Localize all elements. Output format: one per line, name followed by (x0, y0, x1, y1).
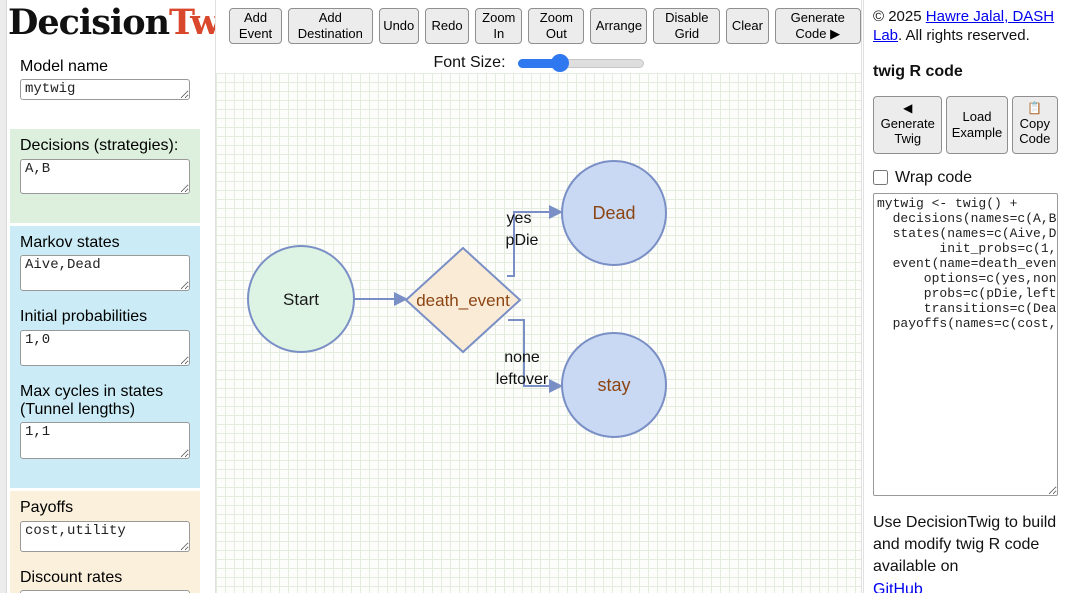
node-stay-label: stay (597, 375, 630, 395)
node-dead-label: Dead (592, 203, 635, 223)
wrap-code-row: Wrap code (873, 169, 1058, 187)
edge-label-none: none (504, 349, 540, 366)
markov-states-field: Markov states Aive,Dead (20, 234, 190, 296)
generate-twig-label: Generate Twig (880, 115, 935, 147)
add-event-button[interactable]: Add Event (229, 8, 283, 44)
clipboard-icon: 📋 (1027, 101, 1043, 116)
model-name-label: Model name (20, 58, 109, 75)
decisions-field: Decisions (strategies): A,B (20, 137, 190, 198)
copyright-prefix: © 2025 (873, 8, 926, 25)
zoom-out-button[interactable]: Zoom Out (528, 8, 585, 44)
node-death-event[interactable]: death_event (404, 246, 522, 354)
font-size-slider[interactable] (517, 54, 644, 72)
initial-probs-field: Initial probabilities 1,0 (20, 308, 190, 370)
copy-code-button[interactable]: 📋 Copy Code (1011, 95, 1058, 154)
diagram-canvas[interactable]: Start death_event Dead stay yes pDie non (216, 73, 861, 593)
model-settings-sidebar: Model name mytwig Decisions (strategies)… (10, 50, 200, 593)
copyright-text: © 2025 Hawre Jalal, DASH Lab. All rights… (873, 8, 1058, 46)
diagram-svg: Start death_event Dead stay yes pDie non (247, 160, 667, 438)
max-cycles-input[interactable]: 1,1 (20, 422, 190, 460)
generate-code-button[interactable]: Generate Code ▶ (774, 8, 861, 44)
section-model-name: Model name mytwig (10, 50, 200, 116)
payoffs-input[interactable]: cost,utility (20, 520, 190, 552)
code-panel: © 2025 Hawre Jalal, DASH Lab. All rights… (863, 0, 1067, 593)
font-size-row: Font Size: (216, 54, 861, 72)
edge-label-leftover: leftover (496, 371, 549, 388)
generate-twig-button[interactable]: ◀ Generate Twig (873, 95, 943, 154)
markov-states-label: Markov states (20, 233, 120, 251)
max-cycles-label: Max cycles in states (Tunnel lengths) (20, 382, 164, 418)
node-start[interactable]: Start (247, 245, 355, 353)
dash-lab-link[interactable]: Hawre Jalal, DASH Lab (873, 8, 1055, 44)
node-stay[interactable]: stay (561, 332, 667, 438)
node-start-label: Start (283, 290, 319, 309)
payoffs-label: Payoffs (20, 499, 74, 517)
load-example-button[interactable]: Load Example (946, 95, 1008, 154)
add-destination-button[interactable]: Add Destination (288, 8, 373, 44)
left-scrollbar[interactable] (0, 0, 7, 593)
undo-button[interactable]: Undo (378, 8, 419, 44)
section-decisions: Decisions (strategies): A,B (10, 129, 200, 223)
font-size-slider-fill (517, 59, 561, 68)
footer-note: Use DecisionTwig to build and modify twi… (873, 512, 1058, 593)
edge-label-pdie: pDie (506, 232, 539, 249)
decisions-input[interactable]: A,B (20, 158, 190, 194)
github-link[interactable]: GitHub (873, 580, 923, 593)
discount-rates-label: Discount rates (20, 568, 123, 586)
discount-rates-field: Discount rates (20, 569, 190, 593)
wrap-code-checkbox[interactable] (873, 170, 888, 185)
initial-probs-input[interactable]: 1,0 (20, 329, 190, 366)
redo-button[interactable]: Redo (424, 8, 470, 44)
wrap-code-label: Wrap code (895, 168, 973, 186)
decisions-label: Decisions (strategies): (20, 137, 179, 155)
node-dead[interactable]: Dead (561, 160, 667, 266)
font-size-slider-thumb[interactable] (551, 54, 570, 72)
model-name-input[interactable]: mytwig (20, 79, 190, 101)
zoom-in-button[interactable]: Zoom In (475, 8, 523, 44)
section-markov: Markov states Aive,Dead Initial probabil… (10, 225, 200, 489)
toolbar: Add Event Add Destination Undo Redo Zoom… (216, 0, 861, 44)
edge-event-to-stay[interactable] (508, 319, 563, 393)
code-buttons-row: ◀ Generate Twig Load Example 📋 Copy Code (873, 95, 1058, 154)
copy-code-label: Copy Code (1019, 115, 1051, 147)
canvas-column: Add Event Add Destination Undo Redo Zoom… (215, 0, 862, 593)
left-triangle-icon: ◀ (903, 101, 913, 116)
node-death-event-label: death_event (416, 291, 510, 310)
max-cycles-field: Max cycles in states (Tunnel lengths) 1,… (20, 383, 190, 465)
edge-start-to-event[interactable] (354, 292, 408, 306)
disable-grid-button[interactable]: Disable Grid (653, 8, 721, 44)
model-name-field: Model name mytwig (20, 58, 190, 105)
footer-text: Use DecisionTwig to build and modify twi… (873, 513, 1057, 576)
font-size-label: Font Size: (433, 54, 506, 71)
section-payoffs: Payoffs cost,utility Discount rates (10, 491, 200, 593)
arrowhead-icon (394, 292, 408, 306)
markov-states-input[interactable]: Aive,Dead (20, 255, 190, 292)
arrowhead-icon (549, 205, 563, 219)
edge-event-to-dead[interactable] (507, 205, 563, 277)
discount-rates-input[interactable] (20, 590, 190, 593)
arrange-button[interactable]: Arrange (590, 8, 648, 44)
load-example-label: Load Example (951, 108, 1003, 140)
initial-probs-label: Initial probabilities (20, 308, 148, 326)
clear-button[interactable]: Clear (726, 8, 769, 44)
logo-decision: Decision (8, 2, 170, 43)
twig-r-code-heading: twig R code (873, 62, 963, 80)
copyright-suffix: . All rights reserved. (898, 26, 1030, 44)
payoffs-field: Payoffs cost,utility (20, 499, 190, 556)
r-code-textarea[interactable]: mytwig <- twig() + decisions(names=c(A,B… (873, 192, 1058, 496)
arrowhead-icon (549, 379, 563, 393)
edge-label-yes: yes (507, 210, 532, 227)
